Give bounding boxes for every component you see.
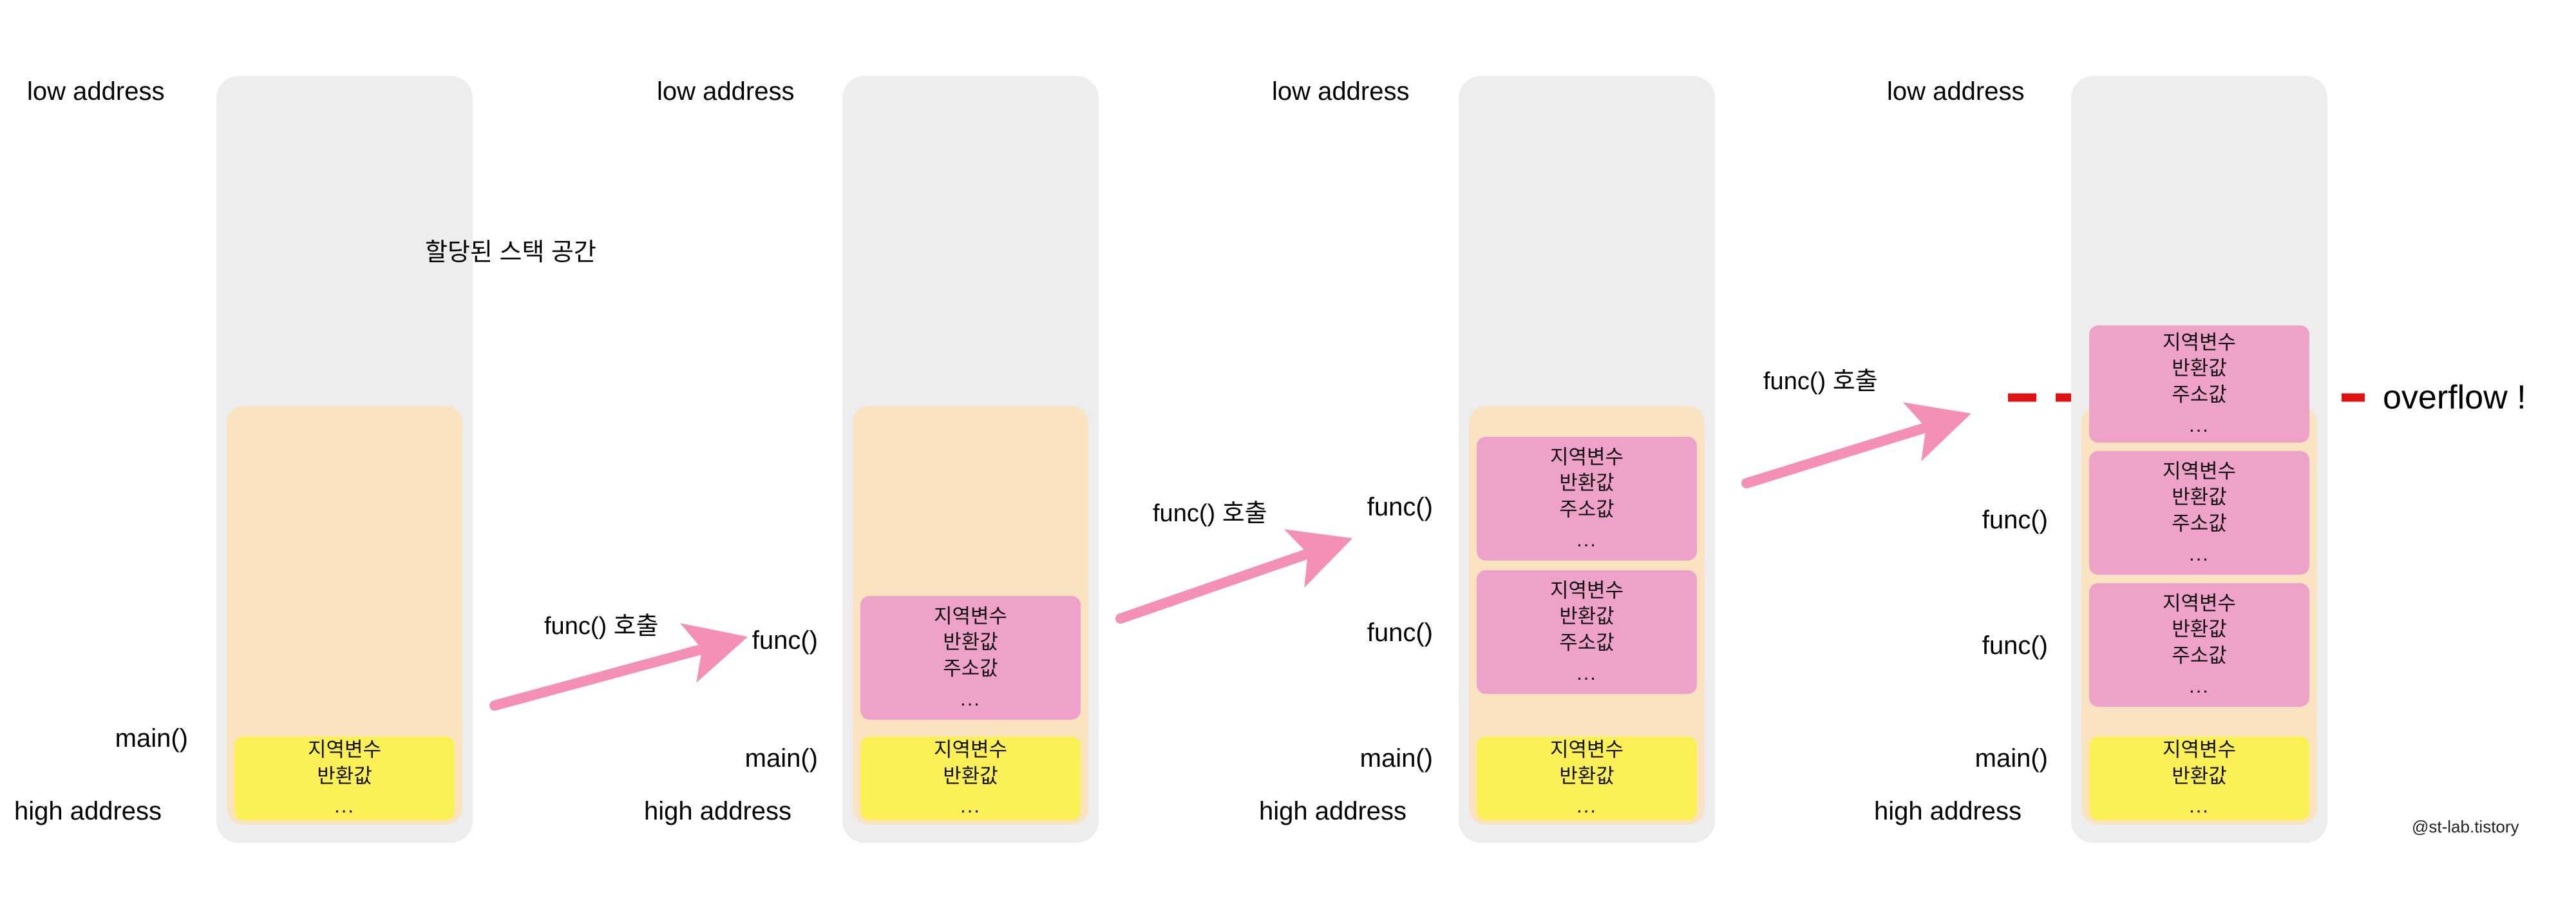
frame-line-local-var: 지역변수 [2162,591,2237,615]
frame-line-address-value: 주소값 [1559,498,1615,521]
frame-line-ellipsis: ... [2189,794,2210,818]
frame-line-address-value: 주소값 [2172,512,2227,535]
frame-line-return-value: 반환값 [1559,472,1615,495]
frame-line-address-value: 주소값 [1559,631,1615,654]
main-frame-box-1: 지역변수 반환값 ... [234,736,455,820]
function-label-func-2: func() [752,626,818,655]
frame-line-ellipsis: ... [1577,528,1597,551]
transition-label-2: func() 호출 [1153,500,1267,527]
frame-line-ellipsis: ... [1577,794,1597,818]
frame-line-return-value: 반환값 [943,764,998,787]
high-address-label-1: high address [14,797,162,825]
frame-line-address-value: 주소값 [943,657,998,680]
frame-line-local-var: 지역변수 [933,738,1008,762]
transition-arrow-1 [489,623,748,711]
frame-line-local-var: 지역변수 [2162,459,2237,483]
low-address-label-3: low address [1272,77,1410,106]
frame-line-local-var: 지역변수 [2162,738,2237,762]
low-address-label-1: low address [27,77,165,106]
function-label-main-2: main() [744,744,818,773]
frame-line-address-value: 주소값 [2172,383,2227,406]
allocated-stack-space-label: 할당된 스택 공간 [425,239,596,266]
main-frame-box-2: 지역변수 반환값 ... [860,736,1081,820]
frame-line-ellipsis: ... [2189,674,2210,697]
frame-line-address-value: 주소값 [2172,644,2227,667]
frame-line-ellipsis: ... [960,794,981,818]
frame-line-return-value: 반환값 [1559,764,1615,787]
transition-label-3: func() 호출 [1763,368,1878,395]
func-frame-box-4-1: 지역변수 반환값 주소값 ... [2089,451,2309,575]
frame-line-local-var: 지역변수 [2162,331,2237,354]
function-label-func-3-2: func() [1367,619,1433,647]
frame-line-ellipsis: ... [334,794,355,818]
frame-line-return-value: 반환값 [943,631,998,654]
frame-line-local-var: 지역변수 [307,738,382,762]
func-frame-box-3-1: 지역변수 반환값 주소값 ... [1477,437,1697,561]
frame-line-local-var: 지역변수 [1549,445,1624,468]
high-address-label-2: high address [644,797,792,825]
frame-line-ellipsis: ... [1577,661,1597,684]
transition-arrow-2 [1115,529,1353,624]
frame-line-local-var: 지역변수 [1549,579,1624,602]
function-label-main-4: main() [1975,744,2048,773]
main-frame-box-3: 지역변수 반환값 ... [1477,736,1697,820]
overflow-label: overflow ! [2383,379,2526,416]
frame-line-ellipsis: ... [2189,413,2210,436]
frame-line-return-value: 반환값 [2172,357,2227,380]
function-label-main-1: main() [115,724,188,753]
transition-label-1: func() 호출 [544,613,659,640]
frame-line-local-var: 지역변수 [1549,738,1624,762]
low-address-label-4: low address [1887,77,2025,106]
function-label-func-4-1: func() [1982,506,2048,534]
overflowing-func-frame-box-4: 지역변수 반환값 주소값 ... [2089,325,2309,443]
func-frame-box-3-2: 지역변수 반환값 주소값 ... [1477,570,1697,694]
func-frame-box-2-1: 지역변수 반환값 주소값 ... [860,596,1081,720]
frame-line-return-value: 반환값 [317,764,372,787]
function-label-func-4-2: func() [1982,631,2048,660]
func-frame-box-4-2: 지역변수 반환값 주소값 ... [2089,583,2309,707]
high-address-label-3: high address [1259,797,1407,825]
frame-line-return-value: 반환값 [2172,764,2227,787]
frame-line-return-value: 반환값 [2172,618,2227,641]
low-address-label-2: low address [657,77,795,106]
frame-line-local-var: 지역변수 [933,604,1008,628]
function-label-func-3-1: func() [1367,493,1433,521]
transition-arrow-3 [1741,402,1971,488]
frame-line-return-value: 반환값 [2172,486,2227,509]
frame-line-return-value: 반환값 [1559,605,1615,628]
watermark: @st-lab.tistory [2412,817,2519,836]
function-label-main-3: main() [1359,744,1433,773]
main-frame-box-4: 지역변수 반환값 ... [2089,736,2309,820]
frame-line-ellipsis: ... [2189,542,2210,565]
frame-line-ellipsis: ... [960,687,981,710]
high-address-label-4: high address [1874,797,2022,825]
